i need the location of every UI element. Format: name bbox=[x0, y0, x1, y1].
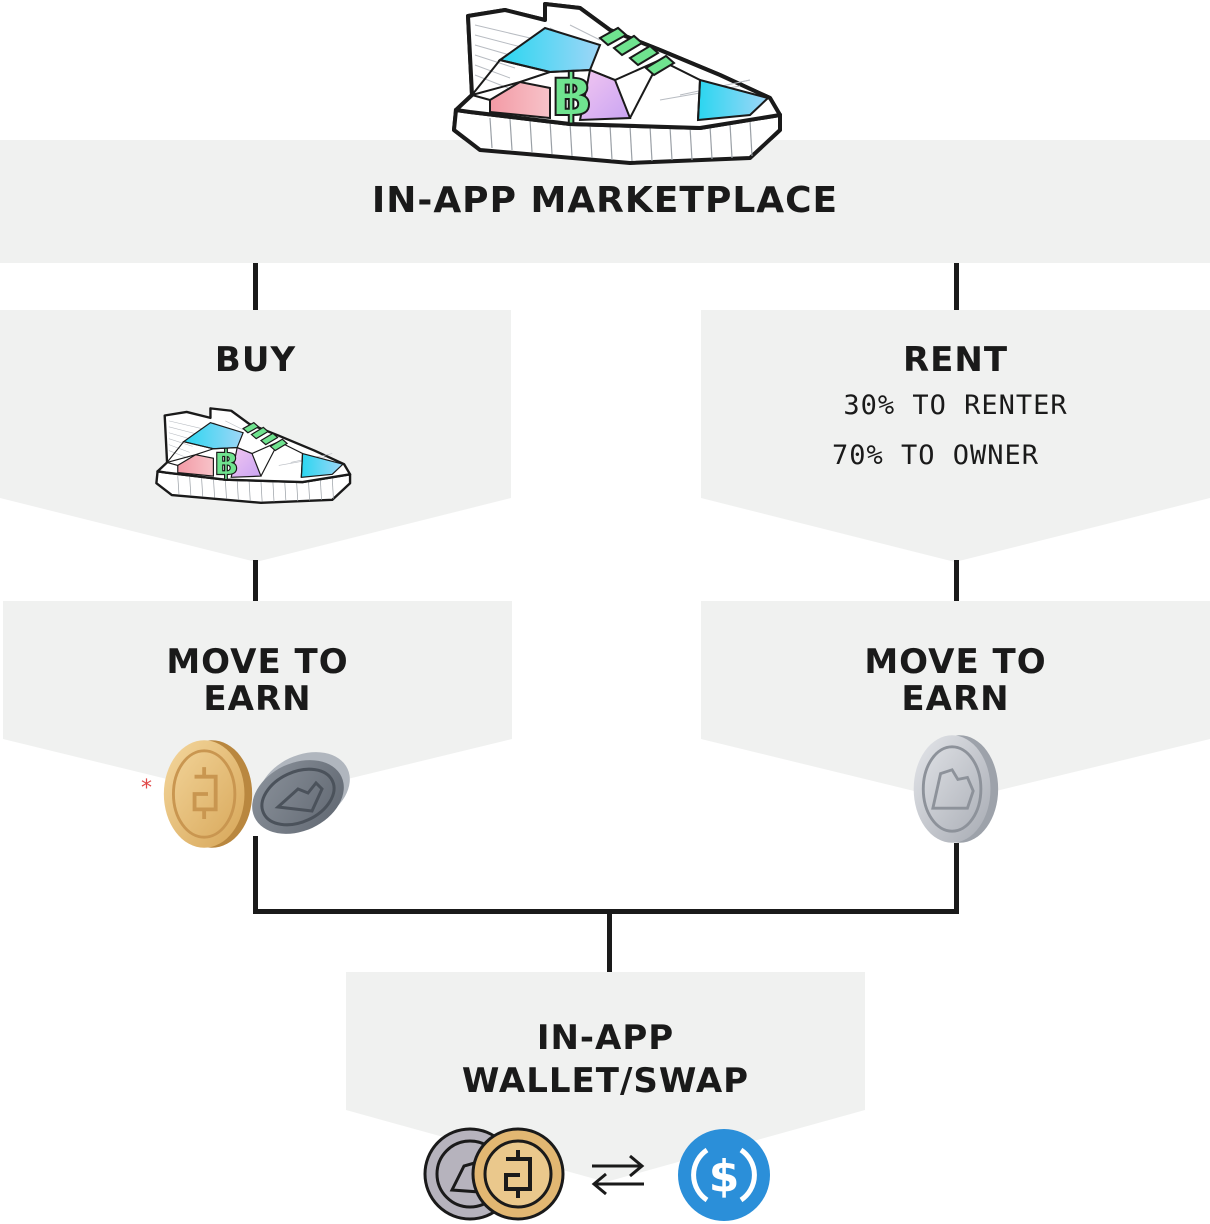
rent-title: RENT bbox=[902, 340, 1009, 380]
earn-left-line2: EARN bbox=[203, 679, 312, 719]
swap-arrows-icon bbox=[591, 1154, 645, 1196]
marketplace-title: IN-APP MARKETPLACE bbox=[371, 180, 839, 221]
gmt-coin-icon bbox=[246, 748, 356, 840]
earn-right-line2: EARN bbox=[901, 679, 1010, 719]
svg-text:$: $ bbox=[709, 1151, 740, 1202]
connector-horizontal bbox=[253, 909, 959, 914]
rent-panel bbox=[701, 310, 1210, 562]
earn-right-line1: MOVE TO bbox=[864, 642, 1047, 682]
usdc-coin-icon: $ bbox=[678, 1129, 770, 1221]
gst-coin-icon bbox=[160, 736, 256, 852]
buy-sneaker-icon bbox=[154, 406, 356, 507]
earn-left-line1: MOVE TO bbox=[166, 642, 349, 682]
connector-left-mid bbox=[253, 560, 258, 602]
gst-wallet-coin-icon bbox=[471, 1127, 565, 1221]
gmt-silver-coin-icon bbox=[906, 731, 1002, 847]
buy-title: BUY bbox=[214, 340, 297, 380]
connector-center-down bbox=[607, 909, 612, 973]
connector-right-down bbox=[954, 843, 959, 914]
earn-left-panel bbox=[3, 601, 512, 801]
rent-owner-share: 70% TO OWNER bbox=[831, 440, 1040, 471]
earn-right-panel bbox=[701, 601, 1210, 801]
connector-right-top bbox=[954, 263, 959, 311]
wallet-line2: WALLET/SWAP bbox=[461, 1061, 750, 1101]
footnote-mark: * bbox=[141, 776, 152, 801]
connector-left-top bbox=[253, 263, 258, 311]
wallet-line1: IN-APP bbox=[536, 1018, 675, 1058]
rent-renter-share: 30% TO RENTER bbox=[843, 390, 1068, 421]
connector-right-mid bbox=[954, 560, 959, 602]
connector-left-down bbox=[253, 836, 258, 914]
